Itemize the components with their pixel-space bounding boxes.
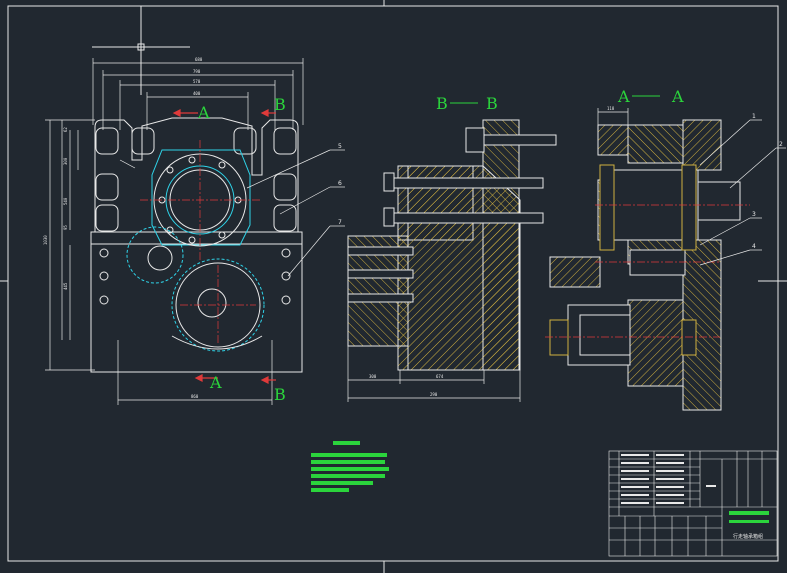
front-section-label-b-bottom: B <box>274 385 286 404</box>
section-bb-bolts <box>347 127 557 303</box>
title-block <box>608 450 778 557</box>
section-aa-shaft-and-bearings <box>549 164 741 366</box>
drawing-title: 行走轴承箱组 <box>733 533 763 540</box>
front-section-label-a-bottom: A <box>209 373 222 392</box>
dim-text-118: 118 <box>607 106 615 111</box>
technical-notes <box>311 441 389 492</box>
front-centerlines <box>140 140 262 345</box>
title-block-filler-text <box>621 454 716 504</box>
section-bb-label-left: B <box>436 94 448 113</box>
dim-text-790: 790 <box>193 69 201 74</box>
housing-bolt-holes <box>95 127 297 232</box>
section-aa-label-right: A <box>671 87 684 106</box>
dim-text-570: 570 <box>193 79 201 84</box>
lower-bolt-holes <box>99 248 291 305</box>
section-arrows-front <box>172 109 276 384</box>
section-aa-dim-top <box>597 108 629 125</box>
dim-text-62: 62 <box>63 127 68 132</box>
housing-outline <box>90 117 303 373</box>
balloon-5: 5 <box>338 143 342 150</box>
section-aa-label-left: A <box>617 87 630 106</box>
dim-text-95: 95 <box>63 225 68 230</box>
dim-text-445: 445 <box>63 282 68 290</box>
dim-text-1030: 1030 <box>43 235 48 245</box>
balloon-3: 3 <box>752 211 756 218</box>
dim-text-400: 400 <box>193 91 201 96</box>
balloon-1: 1 <box>752 113 756 120</box>
dim-text-300-bb: 300 <box>369 374 377 379</box>
crosshair-cursor-icon <box>92 6 190 95</box>
front-section-label-b-top: B <box>274 95 286 114</box>
section-bb-hatched-body <box>347 119 521 371</box>
front-leaders <box>119 149 345 277</box>
section-bb-label-right: B <box>486 94 498 113</box>
section-bb-view: B B <box>347 94 557 402</box>
dim-text-300: 300 <box>63 157 68 165</box>
balloon-6: 6 <box>338 180 342 187</box>
dim-text-290-bb: 290 <box>430 392 438 397</box>
front-view-dimensions <box>45 58 304 405</box>
gears <box>126 226 265 352</box>
front-view: 680 790 570 400 1030 62 300 540 95 445 8… <box>43 57 345 405</box>
section-aa-leaders <box>699 119 786 266</box>
front-section-label-a-top: A <box>197 103 210 122</box>
dim-text-860: 860 <box>191 394 199 399</box>
section-bb-dimensions <box>347 346 521 402</box>
dim-text-674-bb: 674 <box>436 374 444 379</box>
balloon-2: 2 <box>779 141 783 148</box>
dim-text-680: 680 <box>195 57 203 62</box>
balloon-4: 4 <box>752 243 756 250</box>
section-aa-view: A A 118 <box>545 87 786 411</box>
dim-text-540: 540 <box>63 197 68 205</box>
balloon-7: 7 <box>338 219 342 226</box>
title-block-green-marks <box>729 511 769 523</box>
section-aa-centerlines <box>545 204 750 338</box>
